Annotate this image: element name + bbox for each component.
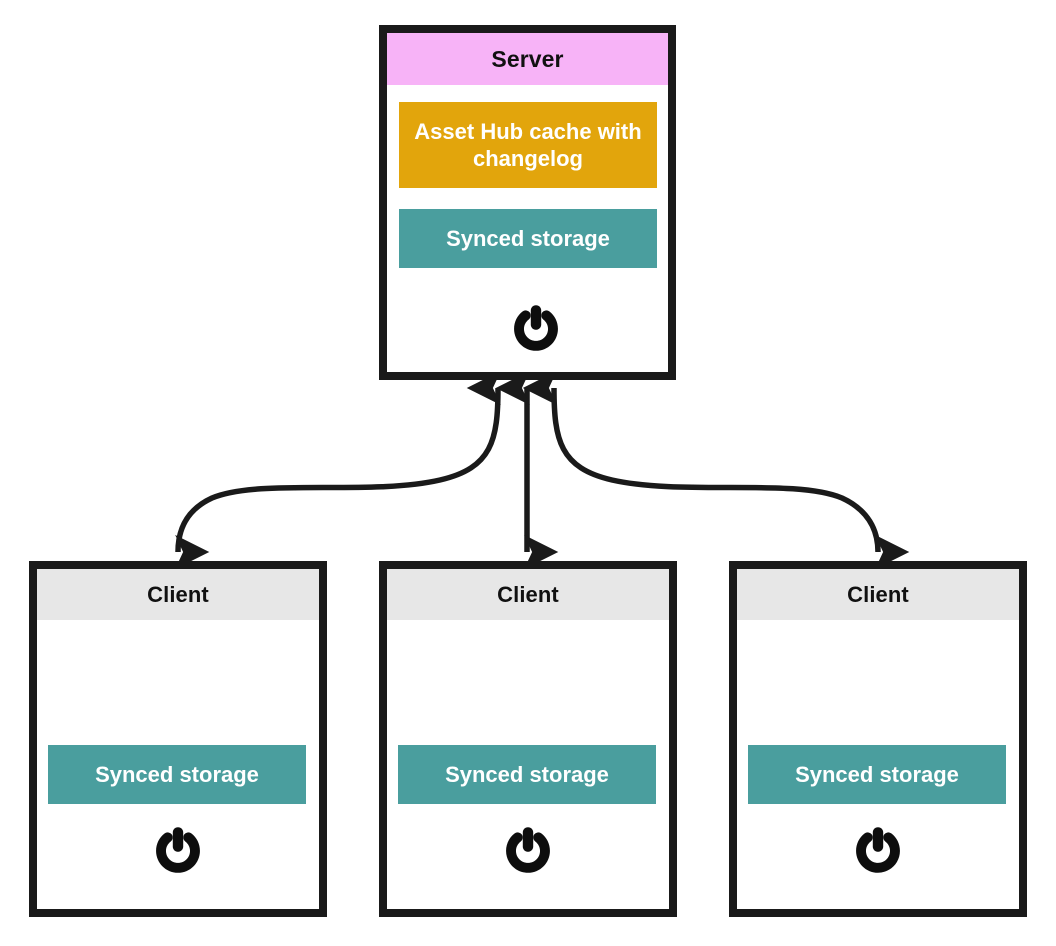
client-node-3[interactable]: Client Synced storage [729, 561, 1027, 917]
client-synced-storage-chip-3[interactable]: Synced storage [748, 745, 1006, 804]
client-header-3: Client [737, 569, 1019, 620]
power-icon[interactable] [502, 824, 554, 876]
power-icon[interactable] [152, 824, 204, 876]
server-node[interactable]: Server Asset Hub cache with changelog Sy… [379, 25, 676, 380]
connector-server-to-client-right [522, 370, 910, 570]
client-header-2: Client [387, 569, 669, 620]
client-synced-storage-chip-1[interactable]: Synced storage [48, 745, 306, 804]
server-header: Server [387, 33, 668, 85]
client-synced-storage-chip-2[interactable]: Synced storage [398, 745, 656, 804]
server-asset-hub-cache-chip[interactable]: Asset Hub cache with changelog [399, 102, 657, 188]
power-icon[interactable] [852, 824, 904, 876]
client-header-1: Client [37, 569, 319, 620]
client-node-2[interactable]: Client Synced storage [379, 561, 677, 917]
connector-server-to-client-left [175, 370, 501, 570]
power-icon[interactable] [510, 302, 562, 354]
server-synced-storage-chip[interactable]: Synced storage [399, 209, 657, 268]
client-node-1[interactable]: Client Synced storage [29, 561, 327, 917]
